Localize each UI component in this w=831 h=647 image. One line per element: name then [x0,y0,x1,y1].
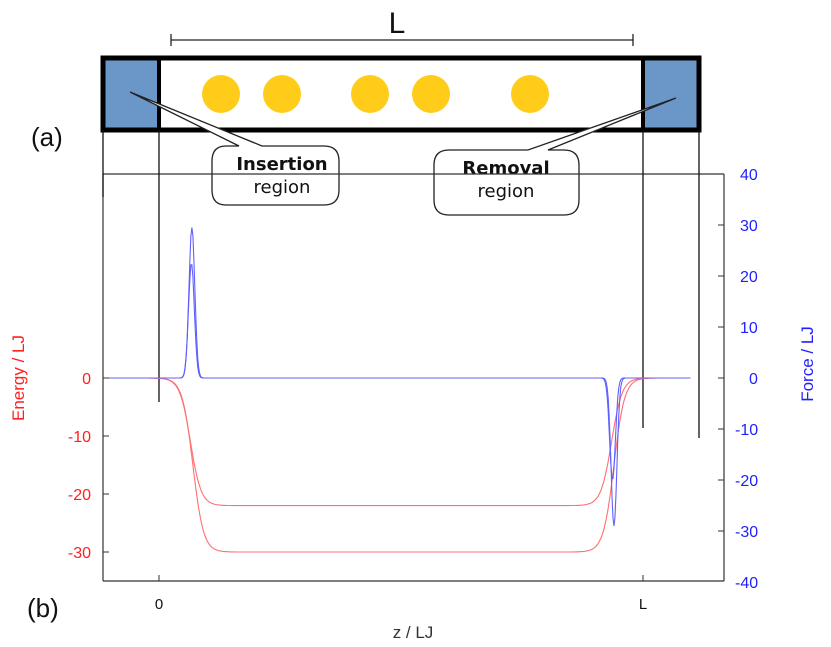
right-axis-title: Force / LJ [798,326,817,402]
simulation-box-frame [100,55,702,133]
panel-label-a: (a) [31,122,63,152]
insertion-callout: Insertion region [129,91,340,206]
x-tick-label: L [639,596,647,613]
particle [263,75,301,113]
insertion-callout-normal: region [254,177,311,198]
right-tick-label: 20 [740,269,758,286]
right-tick-label: 40 [740,167,758,184]
left-axis-ticks: 0 -10 -20 -30 [68,371,109,562]
particle [202,75,240,113]
particle [511,75,549,113]
removal-callout-bubble [433,97,677,216]
x-tick-label: 0 [155,596,163,613]
removal-callout: Removal region [433,97,677,216]
insertion-callout-bubble [129,91,340,206]
energy-curve-2 [108,377,691,553]
length-label: L [389,7,406,40]
removal-callout-normal: region [478,181,535,202]
right-tick-label: 30 [740,218,758,235]
x-axis-title: z / LJ [393,623,434,642]
removal-region-block [643,58,699,130]
insertion-region-block [103,58,159,130]
left-tick-label: -10 [68,429,91,446]
force-curve-2 [105,227,691,526]
left-tick-label: -20 [68,487,91,504]
schematic-panel: L Insertion region Removal region (a) [31,7,702,216]
right-tick-label: -20 [735,473,758,490]
force-curve-1 [105,264,691,480]
right-axis-ticks: 40 30 20 10 0 -10 -20 -30 -40 [718,167,758,592]
chart-panel: 0 -10 -20 -30 40 30 20 10 0 -10 -20 -30 … [9,130,817,642]
right-tick-label: 0 [749,371,758,388]
right-tick-label: -40 [735,575,758,592]
removal-callout-bold: Removal [462,158,549,179]
right-tick-label: -30 [735,524,758,541]
panel-label-b: (b) [27,593,59,623]
particle [351,75,389,113]
insertion-callout-bold: Insertion [236,154,327,175]
energy-curve-1 [108,377,691,507]
right-tick-label: 10 [740,320,758,337]
left-axis-title: Energy / LJ [9,335,28,421]
left-tick-label: -30 [68,545,91,562]
left-tick-label: 0 [82,371,91,388]
particle [412,75,450,113]
right-tick-label: -10 [735,422,758,439]
